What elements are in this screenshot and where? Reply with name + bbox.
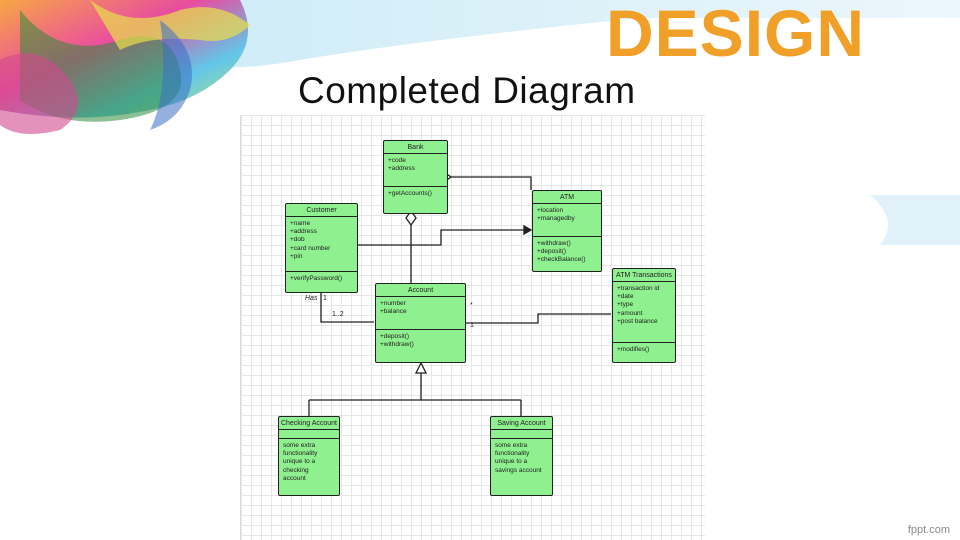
- decorative-swirl-banner: [0, 0, 960, 245]
- customer-attr: +card number: [290, 244, 331, 252]
- has-association-label: Has: [305, 295, 318, 302]
- atm-method: +checkBalance(): [537, 256, 586, 264]
- saving-body-line: some extra: [495, 442, 528, 449]
- customer-attributes: +name +address +dob +card number +pin: [286, 217, 357, 272]
- atm-method: +deposit(): [537, 248, 567, 256]
- account-attributes: +number +balance: [376, 297, 465, 330]
- atm-transactions-attr: +transaction id: [617, 285, 660, 292]
- account-class: Account +number +balance +deposit() +wit…: [375, 283, 466, 363]
- account-attr: +balance: [380, 308, 407, 316]
- transaction-multiplicity-label: 1: [470, 322, 474, 329]
- checking-body-line: unique to a: [283, 458, 316, 466]
- customer-attr: +pin: [290, 252, 303, 260]
- saving-account-class-name: Saving Account: [491, 417, 552, 430]
- saving-body-line: savings account: [495, 466, 542, 474]
- watermark: fppt.com: [907, 524, 950, 536]
- slide-title: Completed Diagram: [298, 70, 636, 111]
- bank-attributes: +code +address: [384, 154, 447, 187]
- atm-method: +withdraw(): [537, 240, 571, 247]
- checking-body-line: checking: [283, 466, 309, 474]
- saving-account-class: Saving Account some extra functionality …: [490, 416, 553, 496]
- customer-method: +verifyPassword(): [290, 275, 343, 282]
- atm-transactions-attr: +date: [617, 293, 634, 301]
- checking-body-line: account: [283, 474, 306, 482]
- bank-class-name: Bank: [384, 141, 447, 154]
- account-methods: +deposit() +withdraw(): [376, 330, 465, 352]
- design-logo-text: DESIGN: [606, 0, 866, 70]
- atm-class-name: ATM: [533, 191, 601, 204]
- atm-transactions-attributes: +transaction id +date +type +amount +pos…: [613, 282, 675, 343]
- atm-transactions-attr: +type: [617, 301, 634, 309]
- uml-class-diagram: Bank +code +address +getAccounts() ATM +…: [240, 115, 705, 540]
- atm-transactions-method: +modifies(): [617, 346, 650, 353]
- bank-attr: +address: [388, 165, 415, 173]
- bank-methods: +getAccounts(): [384, 187, 447, 201]
- transaction-account-multiplicity-label: *: [470, 302, 473, 309]
- atm-attr: +location: [537, 207, 564, 214]
- checking-body-line: some extra: [283, 442, 316, 449]
- saving-account-body: some extra functionality unique to a sav…: [491, 439, 552, 478]
- atm-transactions-class-name: ATM Transactions: [613, 269, 675, 282]
- account-multiplicity-label: 1..2: [332, 311, 344, 318]
- bank-attr: +code: [388, 157, 406, 164]
- checking-account-class-name: Checking Account: [279, 417, 339, 430]
- account-method: +withdraw(): [380, 341, 414, 349]
- atm-transactions-methods: +modifies(): [613, 343, 675, 357]
- atm-transactions-attr: +amount: [617, 309, 643, 317]
- customer-class-name: Customer: [286, 204, 357, 217]
- atm-class: ATM +location +managedby +withdraw() +de…: [532, 190, 602, 272]
- account-attr: +number: [380, 300, 406, 307]
- bank-class: Bank +code +address +getAccounts(): [383, 140, 448, 214]
- checking-account-class: Checking Account some extra functionalit…: [278, 416, 340, 496]
- atm-transactions-attr: +post balance: [617, 317, 658, 325]
- checking-body-line: functionality: [283, 450, 318, 458]
- checking-account-body: some extra functionality unique to a che…: [279, 439, 339, 486]
- bank-method: +getAccounts(): [388, 190, 432, 197]
- customer-multiplicity-label: 1: [323, 295, 327, 302]
- customer-attr: +name: [290, 220, 311, 227]
- atm-attributes: +location +managedby: [533, 204, 601, 237]
- atm-methods: +withdraw() +deposit() +checkBalance(): [533, 237, 601, 268]
- checking-account-spacer: [279, 430, 339, 439]
- account-class-name: Account: [376, 284, 465, 297]
- customer-class: Customer +name +address +dob +card numbe…: [285, 203, 358, 293]
- saving-body-line: unique to a: [495, 458, 528, 466]
- saving-account-spacer: [491, 430, 552, 439]
- saving-body-line: functionality: [495, 450, 530, 458]
- account-method: +deposit(): [380, 333, 410, 340]
- customer-methods: +verifyPassword(): [286, 272, 357, 286]
- customer-attr: +address: [290, 228, 317, 236]
- atm-transactions-class: ATM Transactions +transaction id +date +…: [612, 268, 676, 363]
- atm-attr: +managedby: [537, 215, 575, 223]
- customer-attr: +dob: [290, 236, 305, 244]
